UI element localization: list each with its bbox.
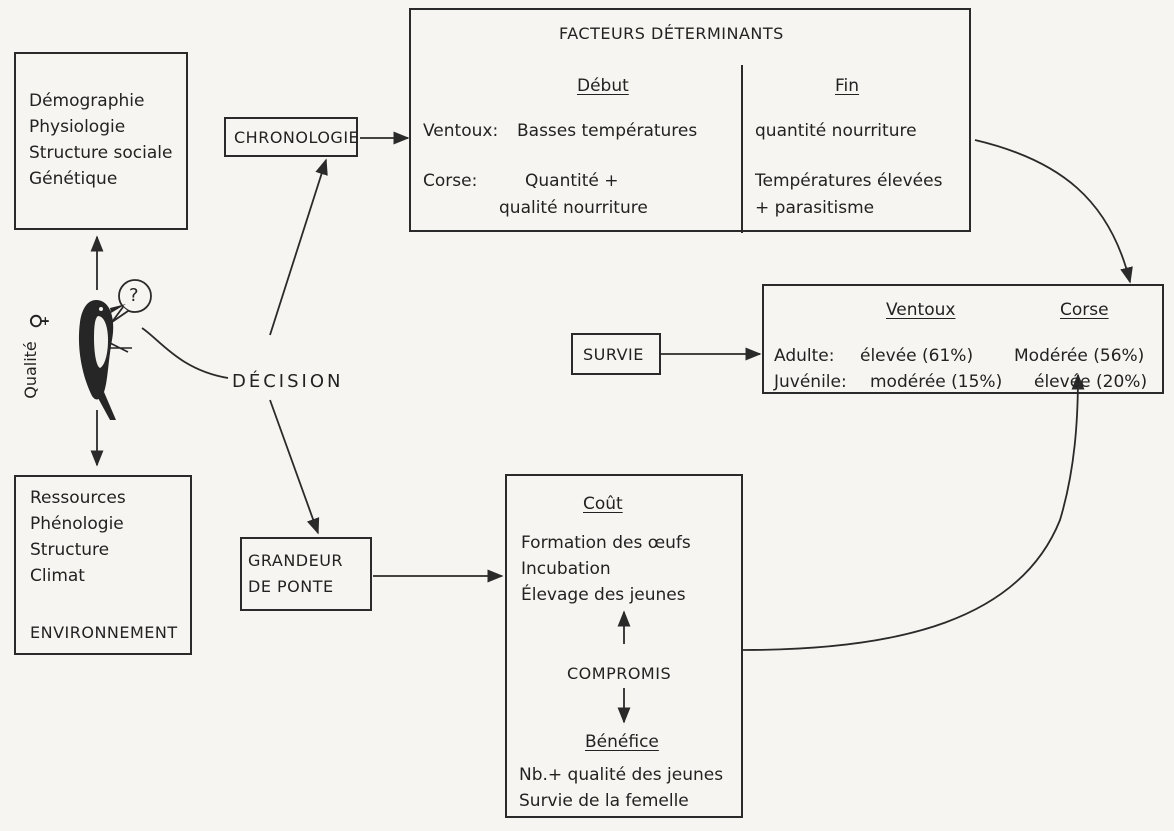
cout-header: Coût: [583, 494, 623, 514]
list-item: Phénologie: [30, 514, 124, 534]
list-item: Structure: [30, 540, 110, 560]
list-item: Ressources: [30, 488, 126, 508]
fin-header: Fin: [835, 76, 860, 96]
arrow-decision-grandeur: [269, 399, 320, 535]
corse-fin-2: + parasitisme: [755, 198, 875, 218]
benefice-header: Bénéfice: [585, 732, 659, 752]
environment-footer: ENVIRONNEMENT: [30, 623, 178, 642]
list-item: Génétique: [29, 169, 118, 189]
debut-header: Début: [577, 76, 629, 96]
juvenile-corse: élevée (20%): [1034, 372, 1148, 392]
environment-box: Ressources Phénologie Structure Climat E…: [14, 475, 192, 655]
female-symbol: ♀: [27, 312, 53, 330]
chronologie-box: CHRONOLOGIE: [224, 117, 360, 157]
juvenile-ventoux: modérée (15%): [870, 372, 1003, 392]
facteurs-title: FACTEURS DÉTERMINANTS: [559, 24, 784, 43]
intrinsic-factors-list: Démographie Physiologie Structure social…: [29, 88, 172, 192]
adulte-ventoux: élevée (61%): [860, 346, 974, 366]
list-item: Climat: [30, 566, 85, 586]
cout-benefice-box: Coût Formation des œufs Incubation Éleva…: [505, 474, 743, 818]
list-item: Élevage des jeunes: [521, 585, 686, 605]
corse-fin-1: Températures élevées: [755, 171, 943, 191]
compromis-label: COMPROMIS: [567, 664, 672, 683]
grandeur-ponte-box: GRANDEUR DE PONTE: [240, 537, 372, 611]
arrow-decision-chronologie: [269, 158, 328, 336]
survie-label: SURVIE: [583, 345, 644, 364]
bubble-question-mark: ?: [129, 285, 139, 306]
adulte-label: Adulte:: [774, 346, 835, 366]
corse-debut-2: qualité nourriture: [499, 198, 648, 218]
quality-axis: ♀ Qualité: [20, 300, 60, 420]
cout-items: Formation des œufs Incubation Élevage de…: [521, 530, 691, 608]
list-item: Structure sociale: [29, 143, 173, 163]
environment-list: Ressources Phénologie Structure Climat: [30, 485, 126, 589]
facteurs-divider: [741, 65, 743, 233]
decision-label: DÉCISION: [232, 371, 344, 392]
col-corse-header: Corse: [1060, 300, 1109, 320]
facteurs-determinants-box: FACTEURS DÉTERMINANTS Début Fin Ventoux:…: [409, 8, 971, 233]
woodpecker-icon: [78, 300, 132, 420]
list-item: Démographie: [29, 91, 145, 111]
list-item: Formation des œufs: [521, 533, 691, 553]
ventoux-debut: Basses températures: [517, 121, 698, 141]
survie-label-box: SURVIE: [571, 333, 661, 375]
survie-results-box: Ventoux Corse Adulte: élevée (61%) Modér…: [762, 284, 1164, 394]
benefice-items: Nb.+ qualité des jeunes Survie de la fem…: [519, 762, 723, 814]
grandeur-line1: GRANDEUR: [248, 551, 344, 570]
ventoux-row-label: Ventoux:: [423, 121, 499, 141]
intrinsic-factors-box: Démographie Physiologie Structure social…: [14, 52, 188, 230]
chronologie-label: CHRONOLOGIE: [234, 128, 360, 147]
grandeur-line2: DE PONTE: [248, 577, 334, 596]
juvenile-label: Juvénile:: [774, 372, 847, 392]
list-item: Physiologie: [29, 117, 126, 137]
curve-cout-survie: [742, 373, 1085, 651]
list-item: Survie de la femelle: [519, 791, 689, 811]
list-item: Nb.+ qualité des jeunes: [519, 765, 724, 785]
list-item: Incubation: [521, 559, 611, 579]
curve-bird-decision: [141, 327, 229, 379]
quality-label: Qualité: [20, 341, 40, 399]
adulte-corse: Modérée (56%): [1014, 346, 1145, 366]
curve-facteurs-survie: [974, 139, 1133, 284]
col-ventoux-header: Ventoux: [886, 300, 956, 320]
ventoux-fin: quantité nourriture: [755, 121, 917, 141]
corse-debut-1: Quantité +: [525, 171, 619, 191]
corse-row-label: Corse:: [423, 171, 478, 191]
